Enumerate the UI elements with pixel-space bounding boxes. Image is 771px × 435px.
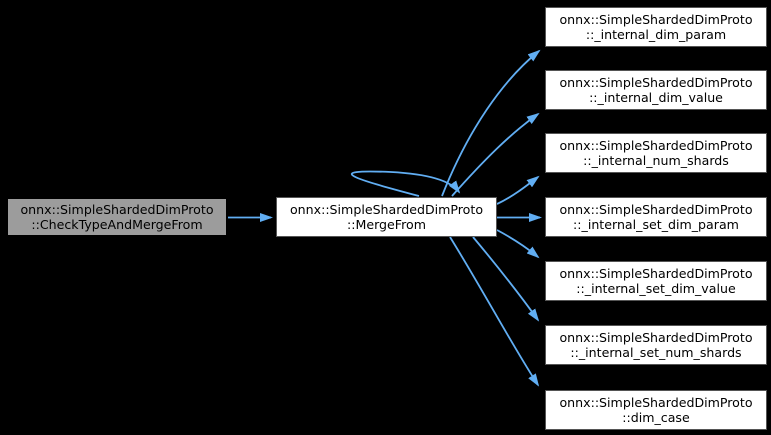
edge-mergefrom-to-internal-num-shards: [496, 175, 540, 205]
node-label-line1: onnx::SimpleShardedDimProto: [559, 201, 753, 217]
node-label-line1: onnx::SimpleShardedDimProto: [559, 74, 753, 90]
node-label-line1: onnx::SimpleShardedDimProto: [559, 137, 753, 153]
node-label-line2: ::_internal_set_num_shards: [570, 345, 742, 360]
edge-mergefrom-self-loop: [351, 170, 461, 197]
node-label-line1: onnx::SimpleShardedDimProto: [559, 11, 753, 27]
node-label-line1: onnx::SimpleShardedDimProto: [559, 394, 753, 410]
node-dim-case[interactable]: onnx::SimpleShardedDimProto ::dim_case: [545, 390, 767, 430]
node-label-line2: ::MergeFrom: [347, 217, 426, 232]
edge-mergefrom-to-internal-set-dim-value: [496, 229, 540, 259]
edge-mergefrom-to-internal-dim-param: [441, 49, 541, 197]
node-label-line1: onnx::SimpleShardedDimProto: [289, 201, 484, 217]
edge-mergefrom-to-internal-set-num-shards: [472, 236, 540, 322]
node-internal-num-shards[interactable]: onnx::SimpleShardedDimProto ::_internal_…: [545, 133, 767, 173]
edge-mergefrom-to-internal-dim-value: [451, 112, 540, 197]
node-internal-set-dim-param[interactable]: onnx::SimpleShardedDimProto ::_internal_…: [545, 197, 767, 237]
node-checktypeandmergefrom[interactable]: onnx::SimpleShardedDimProto ::CheckTypeA…: [6, 197, 228, 237]
node-internal-dim-param[interactable]: onnx::SimpleShardedDimProto ::_internal_…: [545, 7, 767, 47]
node-label-line2: ::CheckTypeAndMergeFrom: [31, 217, 203, 232]
node-internal-set-dim-value[interactable]: onnx::SimpleShardedDimProto ::_internal_…: [545, 261, 767, 301]
node-label-line2: ::_internal_set_dim_value: [576, 281, 736, 296]
node-label-line1: onnx::SimpleShardedDimProto: [559, 329, 753, 345]
node-label-line2: ::_internal_set_dim_param: [573, 217, 739, 232]
node-label-line1: onnx::SimpleShardedDimProto: [20, 201, 214, 217]
node-label-line2: ::_internal_dim_param: [585, 27, 727, 42]
edge-mergefrom-to-dim-case: [449, 236, 540, 387]
node-mergefrom[interactable]: onnx::SimpleShardedDimProto ::MergeFrom: [276, 197, 497, 237]
node-label-line2: ::_internal_dim_value: [589, 90, 723, 105]
node-label-line2: ::dim_case: [622, 410, 690, 425]
node-label-line2: ::_internal_num_shards: [583, 153, 729, 168]
node-internal-dim-value[interactable]: onnx::SimpleShardedDimProto ::_internal_…: [545, 70, 767, 110]
node-internal-set-num-shards[interactable]: onnx::SimpleShardedDimProto ::_internal_…: [545, 325, 767, 365]
node-label-line1: onnx::SimpleShardedDimProto: [559, 265, 753, 281]
